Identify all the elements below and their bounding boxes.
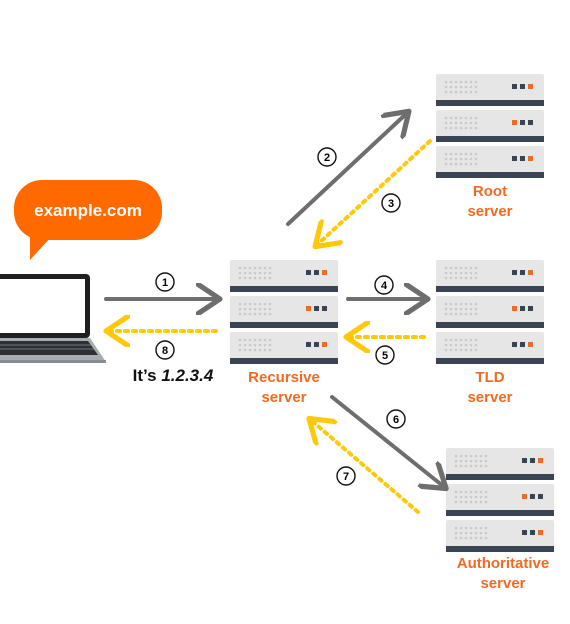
root-server-label-line1: Root [472, 183, 508, 200]
step-badge-5: 5 [375, 345, 395, 365]
svg-text:4: 4 [381, 280, 388, 292]
step-badge-1: 1 [155, 272, 175, 292]
svg-text:6: 6 [393, 414, 399, 426]
step-badge-7: 7 [336, 466, 356, 486]
root-server-icon [436, 74, 544, 178]
authoritative-server-label-line1: Authoritative [456, 555, 550, 572]
svg-text:7: 7 [343, 471, 349, 483]
svg-text:5: 5 [382, 350, 388, 362]
query-bubble-text: example.com [34, 201, 142, 220]
recursive-server-icon [230, 260, 338, 364]
authoritative-server-label: Authoritative server [440, 554, 566, 594]
arrow-step-2 [286, 114, 406, 226]
step-badge-2: 2 [317, 147, 337, 167]
step-badge-4: 4 [374, 275, 394, 295]
answer-ip: 1.2.3.4 [161, 366, 214, 385]
answer-prefix: It’s [132, 366, 157, 385]
arrow-step-6 [330, 395, 443, 486]
recursive-server-label-line2: server [261, 389, 307, 406]
svg-text:1: 1 [162, 277, 168, 289]
svg-text:2: 2 [324, 152, 330, 164]
svg-text:3: 3 [388, 198, 394, 210]
root-server-label-line2: server [467, 203, 513, 220]
tld-server-label-line1: TLD [475, 369, 505, 386]
answer-text: It’s 1.2.3.4 [108, 366, 238, 386]
arrow-step-7 [312, 421, 420, 514]
step-badge-3: 3 [381, 193, 401, 213]
root-server-label: Root server [436, 182, 544, 222]
step-badge-6: 6 [386, 409, 406, 429]
tld-server-icon [436, 260, 544, 364]
authoritative-server-label-line2: server [480, 575, 526, 592]
recursive-server-label: Recursive server [226, 368, 342, 408]
arrow-step-3 [318, 139, 432, 244]
authoritative-server-icon [446, 448, 554, 552]
svg-text:8: 8 [162, 345, 168, 357]
laptop-icon [0, 274, 106, 363]
tld-server-label-line2: server [467, 389, 513, 406]
step-badge-8: 8 [155, 340, 175, 360]
tld-server-label: TLD server [436, 368, 544, 408]
query-bubble [14, 180, 162, 260]
recursive-server-label-line1: Recursive [248, 369, 320, 386]
